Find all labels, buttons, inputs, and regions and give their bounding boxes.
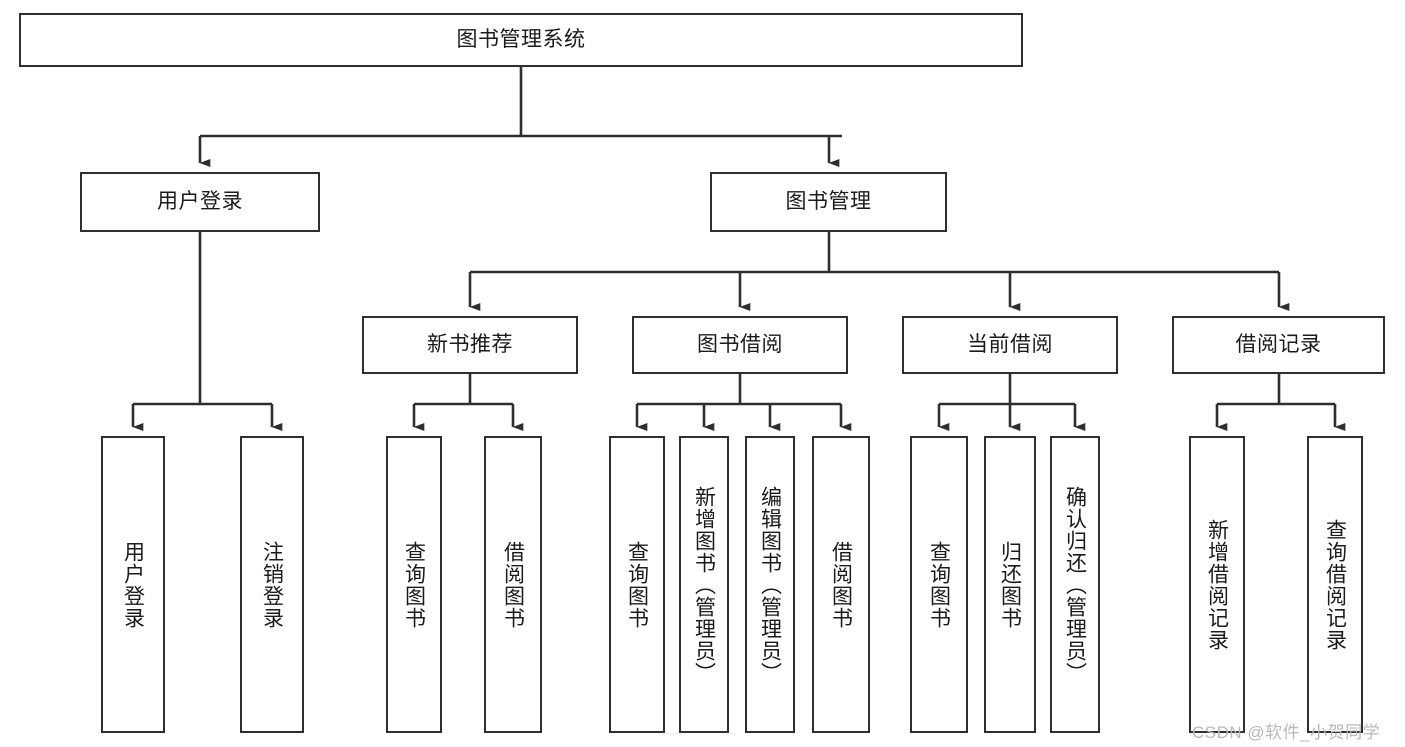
node-leaf-borrow-book-2[interactable]: 借阅图书	[812, 436, 870, 733]
node-leaf-edit-book[interactable]: 编辑图书（管理员）	[745, 436, 795, 733]
node-leaf-edit-book-label: 编辑图书（管理员）	[758, 485, 782, 684]
node-root[interactable]: 图书管理系统	[19, 13, 1023, 67]
node-new-book-rec[interactable]: 新书推荐	[362, 316, 578, 374]
node-leaf-query-book-3[interactable]: 查询图书	[910, 436, 968, 733]
node-leaf-borrow-book-1[interactable]: 借阅图书	[484, 436, 542, 733]
node-leaf-query-book-3-label: 查询图书	[927, 540, 951, 629]
node-leaf-borrow-book-1-label: 借阅图书	[501, 540, 525, 629]
node-leaf-add-record[interactable]: 新增借阅记录	[1189, 436, 1245, 733]
node-book-manage[interactable]: 图书管理	[710, 172, 947, 232]
node-book-manage-label: 图书管理	[785, 190, 872, 214]
node-user-login-label: 用户登录	[157, 190, 243, 214]
node-leaf-return-book-label: 归还图书	[998, 540, 1022, 629]
node-leaf-query-book-2[interactable]: 查询图书	[609, 436, 665, 733]
csdn-watermark: CSDN @软件_小贺同学	[1192, 723, 1381, 742]
node-leaf-user-login[interactable]: 用户登录	[101, 436, 165, 733]
node-leaf-query-book-1-label: 查询图书	[402, 540, 426, 629]
node-leaf-query-record[interactable]: 查询借阅记录	[1307, 436, 1363, 733]
node-root-label: 图书管理系统	[456, 28, 586, 52]
node-leaf-logout[interactable]: 注销登录	[240, 436, 304, 733]
node-book-borrow[interactable]: 图书借阅	[632, 316, 848, 374]
node-current-borrow-label: 当前借阅	[967, 333, 1053, 357]
node-leaf-user-login-label: 用户登录	[121, 540, 145, 629]
node-borrow-record[interactable]: 借阅记录	[1172, 316, 1385, 374]
node-book-borrow-label: 图书借阅	[697, 333, 783, 357]
node-leaf-add-book-label: 新增图书（管理员）	[692, 485, 716, 684]
node-leaf-confirm-return-label: 确认归还（管理员）	[1063, 485, 1087, 684]
node-leaf-borrow-book-2-label: 借阅图书	[829, 540, 853, 629]
node-current-borrow[interactable]: 当前借阅	[902, 316, 1118, 374]
node-leaf-confirm-return[interactable]: 确认归还（管理员）	[1050, 436, 1100, 733]
node-borrow-record-label: 借阅记录	[1235, 333, 1322, 357]
node-user-login[interactable]: 用户登录	[80, 172, 320, 232]
node-new-book-rec-label: 新书推荐	[427, 333, 513, 357]
node-leaf-return-book[interactable]: 归还图书	[984, 436, 1036, 733]
node-leaf-add-record-label: 新增借阅记录	[1205, 518, 1229, 651]
node-leaf-query-book-2-label: 查询图书	[625, 540, 649, 629]
node-leaf-query-book-1[interactable]: 查询图书	[386, 436, 442, 733]
node-leaf-query-record-label: 查询借阅记录	[1323, 518, 1347, 651]
node-leaf-logout-label: 注销登录	[260, 540, 284, 629]
node-leaf-add-book[interactable]: 新增图书（管理员）	[679, 436, 729, 733]
